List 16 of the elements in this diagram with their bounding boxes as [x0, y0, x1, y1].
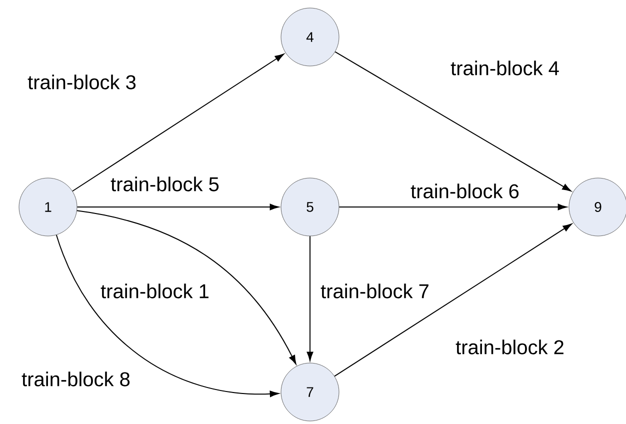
arrow [76, 210, 296, 364]
edge-label: train-block 7 [320, 282, 430, 300]
edge-label: train-block 8 [20, 370, 132, 388]
edge-label: train-block 3 [26, 74, 138, 90]
edge-label: train-block 4 [450, 60, 560, 76]
arrow [56, 234, 279, 398]
arrow [338, 204, 567, 210]
arrow [306, 236, 314, 361]
edge-label: train-block 6 [410, 182, 520, 200]
edge-label: train-block 1 [100, 282, 210, 300]
arrow [334, 224, 572, 377]
edge-label: train-block 2 [454, 338, 566, 356]
arrow [334, 51, 572, 192]
arrow [76, 204, 279, 210]
edge-label: train-block 5 [110, 176, 220, 192]
arrow [72, 54, 284, 192]
